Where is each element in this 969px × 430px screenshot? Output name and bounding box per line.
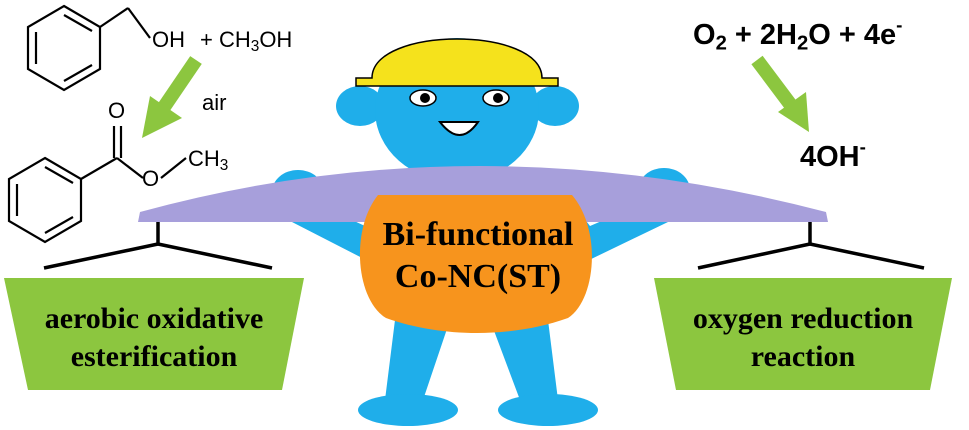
right-pan-hanger <box>697 222 925 270</box>
methyl-subscript: 3 <box>219 156 229 174</box>
orr-reactants: O2 + 2H2O + 4e- <box>693 14 902 55</box>
helmet-icon <box>355 38 559 87</box>
benzyl-alcohol-structure <box>26 4 151 92</box>
carbonyl-oxygen-label: O <box>108 98 126 123</box>
methyl-group-label: CH3 <box>188 146 228 175</box>
hydroxide-charge: - <box>859 136 866 157</box>
left-pan <box>4 278 304 390</box>
catalyst-line-1: Bi-functional <box>382 216 574 253</box>
figure-legs <box>358 320 598 426</box>
left-pan-line-2: esterification <box>70 340 238 373</box>
electrons-text: O + 4e <box>808 19 897 52</box>
methyl-benzoate-structure <box>7 126 187 244</box>
arrow-right-reaction <box>751 55 809 132</box>
left-pan-hanger <box>43 222 273 270</box>
methanol-reagent: + CH3OH <box>200 27 292 56</box>
left-pan-line-1: aerobic oxidative <box>44 302 264 335</box>
methyl-main: CH <box>188 146 220 171</box>
catalyst-label: Bi-functional Co-NC(ST) <box>368 214 588 298</box>
hydroxide-product: 4OH- <box>800 136 866 174</box>
belly-shape <box>359 195 592 333</box>
reagent-suffix: OH <box>259 27 293 52</box>
right-pan-line-2: reaction <box>750 340 856 373</box>
water-prefix: + 2H <box>726 19 797 52</box>
oxygen-subscript: 2 <box>715 32 727 55</box>
left-pan-label: aerobic oxidative esterification <box>4 300 304 376</box>
balance-beam <box>138 166 828 222</box>
right-pan <box>654 278 952 390</box>
figure-face <box>409 89 510 136</box>
reagent-prefix: + CH <box>200 27 251 52</box>
water-subscript: 2 <box>796 32 809 55</box>
electron-charge: - <box>896 14 903 35</box>
right-pan-label: oxygen reduction reaction <box>654 300 952 376</box>
reagent-subscript: 3 <box>250 37 260 55</box>
condition-air-label: air <box>202 90 227 115</box>
hydroxyl-label: OH <box>152 27 185 52</box>
hydroxide-main: 4OH <box>800 141 860 174</box>
ester-oxygen-label: O <box>142 166 160 191</box>
right-pan-line-1: oxygen reduction <box>692 302 914 335</box>
catalyst-line-2: Co-NC(ST) <box>394 258 562 295</box>
oxygen-symbol: O <box>693 19 716 52</box>
arrow-left-reaction <box>142 56 202 138</box>
